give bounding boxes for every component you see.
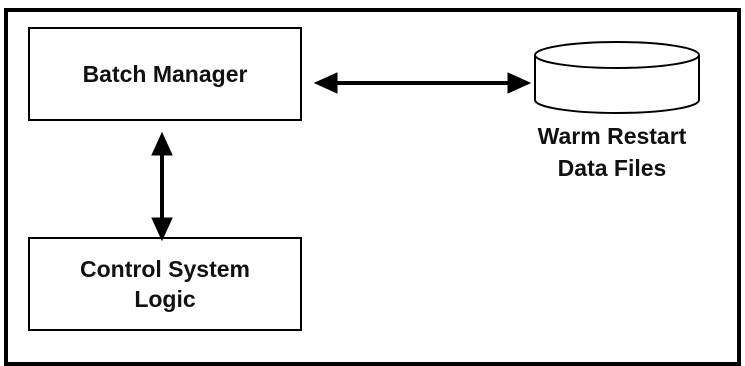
- batch-manager-box: Batch Manager: [28, 27, 302, 121]
- database-cylinder-icon: [534, 41, 700, 114]
- data-store-label-line2: Data Files: [557, 155, 667, 181]
- control-system-label-line1: Control System: [80, 256, 250, 282]
- batch-to-control-arrow: [151, 131, 173, 242]
- batch-manager-label: Batch Manager: [82, 61, 248, 87]
- control-system-label-line2: Logic: [134, 286, 196, 312]
- data-store-label-line1: Warm Restart: [537, 123, 687, 149]
- batch-to-datafiles-arrow: [313, 72, 532, 94]
- control-system-logic-box: Control System Logic: [28, 237, 302, 331]
- warm-restart-data-files-label: Warm Restart Data Files: [512, 120, 712, 184]
